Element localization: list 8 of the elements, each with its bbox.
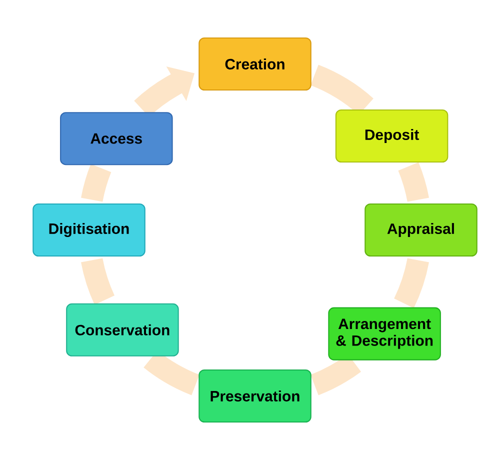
stage-box: Access [60, 112, 173, 166]
stage-box: Creation [198, 37, 312, 91]
stage-box: Digitisation [32, 203, 146, 257]
stage-box: Conservation [66, 303, 179, 356]
stage-box: Arrangement & Description [328, 307, 441, 360]
stage-box: Preservation [198, 369, 312, 423]
stage-box: Appraisal [364, 203, 478, 257]
stage-box: Deposit [335, 109, 448, 163]
